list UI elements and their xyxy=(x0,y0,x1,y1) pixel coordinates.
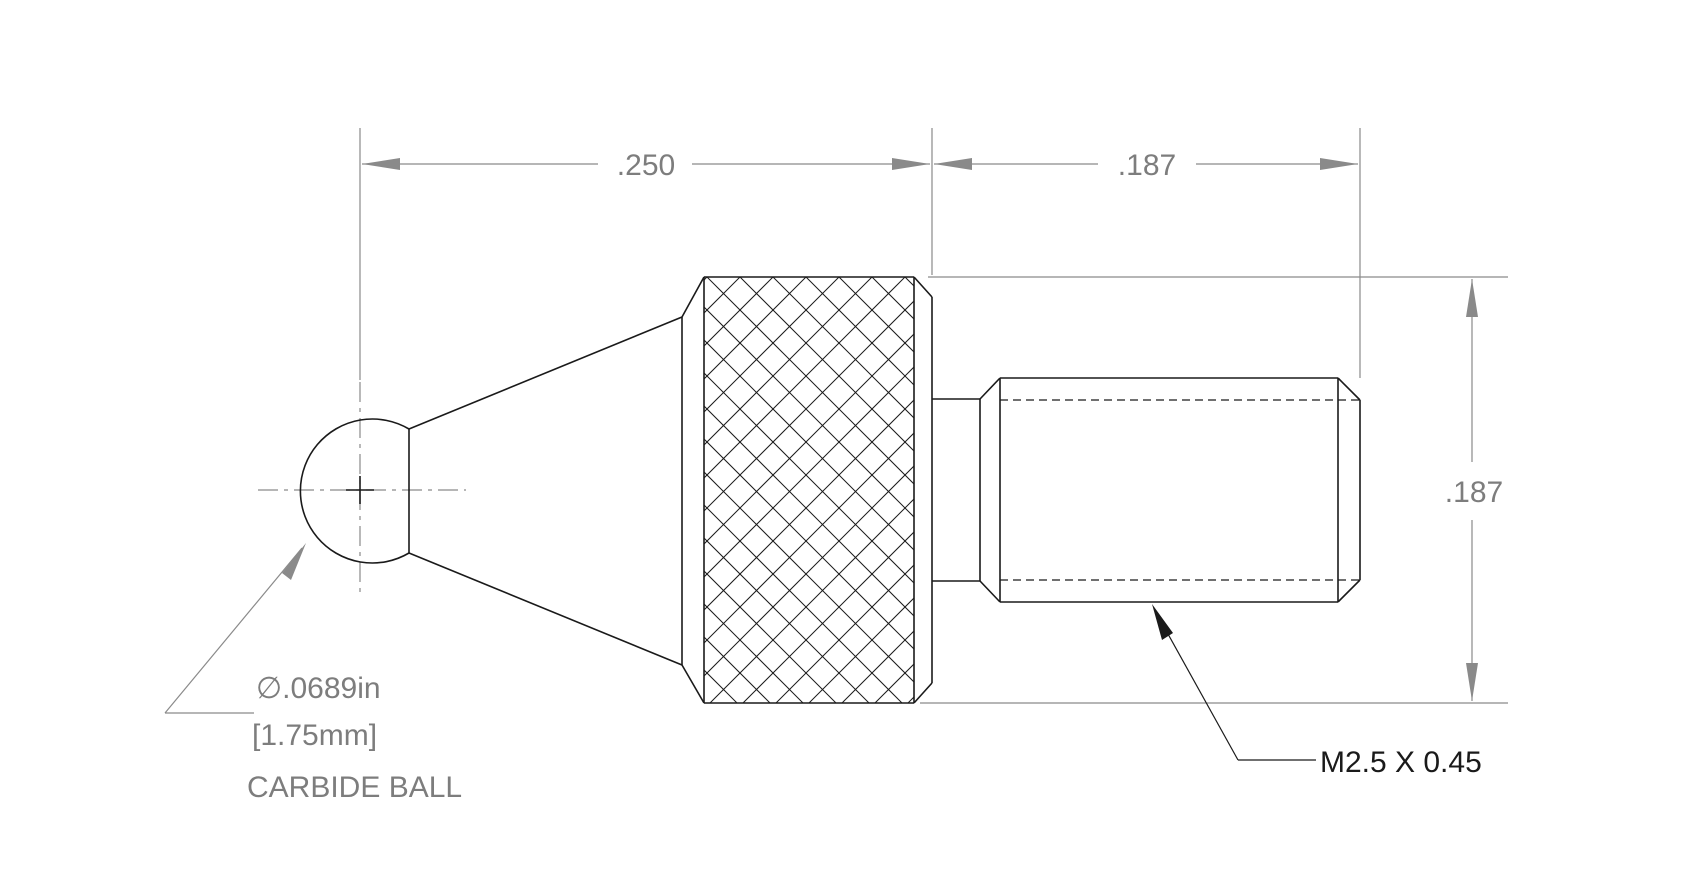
thread-callout: M2.5 X 0.45 xyxy=(1152,604,1482,779)
knurl-line xyxy=(704,300,914,512)
knurl-line xyxy=(904,277,914,287)
knurl-line xyxy=(704,277,840,413)
knurl-line xyxy=(704,438,914,650)
knurl-line xyxy=(704,277,807,380)
knurl-line xyxy=(841,630,914,703)
thread-spec-label: M2.5 X 0.45 xyxy=(1320,746,1482,779)
thread-chamfer-bottom-right xyxy=(1337,579,1361,603)
thread-chamfer-top-right xyxy=(1337,377,1361,401)
thread-leader-arrowhead xyxy=(1152,604,1173,640)
arrowhead-right xyxy=(892,158,930,170)
knurl-line xyxy=(871,277,914,320)
arrowhead-left xyxy=(362,158,400,170)
arrowhead-left xyxy=(934,158,972,170)
knurl-line xyxy=(704,504,903,703)
knurl-line xyxy=(1169,277,1595,703)
knurl-line xyxy=(704,333,914,545)
chamfer-bottom-right xyxy=(913,682,933,704)
dimension-187-right: .187 xyxy=(1445,279,1503,701)
thread-minor-diameter xyxy=(1000,399,1360,581)
ball-material-label: CARBIDE BALL xyxy=(247,771,462,804)
knurl-line xyxy=(704,537,870,703)
knurl-line xyxy=(704,465,914,677)
knurl-line xyxy=(0,277,344,703)
knurl-line xyxy=(805,277,914,386)
knurl-line xyxy=(775,564,914,703)
knurl-line xyxy=(706,277,914,485)
cone-top-edge xyxy=(408,316,683,430)
dimension-label-187-right: .187 xyxy=(1445,476,1503,509)
knurl-line xyxy=(1004,277,1430,703)
knurl-line xyxy=(739,277,914,452)
knurl-line xyxy=(704,432,914,644)
dimension-label-250: .250 xyxy=(617,149,675,182)
thread-chamfer-bottom-left xyxy=(979,580,1001,603)
knurl-line xyxy=(971,277,1397,703)
extension-lines xyxy=(359,128,1508,704)
diameter-symbol: ∅ xyxy=(256,672,282,705)
knurl-line xyxy=(116,277,542,703)
thread-leader-line xyxy=(1162,624,1239,761)
knurl-line xyxy=(1037,277,1463,703)
knurl-line xyxy=(704,306,914,518)
knurl-line xyxy=(709,498,914,703)
ball-diameter-mm: [1.75mm] xyxy=(252,719,377,752)
knurl-line xyxy=(704,405,914,617)
knurl-line xyxy=(772,277,914,419)
dimension-187-top: .187 xyxy=(934,149,1358,182)
ball-leader-arrowhead xyxy=(282,543,306,580)
knurl-line xyxy=(907,696,914,703)
arrowhead-bottom xyxy=(1466,663,1478,701)
knurl-line xyxy=(742,531,914,703)
ball-callout: ∅.0689in [1.75mm] CARBIDE BALL xyxy=(164,543,462,804)
knurl-line xyxy=(704,603,804,703)
knurl-line xyxy=(704,339,914,551)
dimension-250: .250 xyxy=(362,149,930,182)
knurl-line xyxy=(704,372,914,584)
arrowhead-top xyxy=(1466,279,1478,317)
knurl-line xyxy=(1202,277,1628,703)
knurl-line xyxy=(838,277,914,353)
ball-diameter-in: ∅.0689in xyxy=(256,672,381,705)
chamfer-bottom-left xyxy=(681,664,705,704)
cone-bottom-edge xyxy=(408,552,683,666)
knurl-line xyxy=(808,597,914,703)
knurl-line xyxy=(1070,277,1496,703)
part-outline xyxy=(299,276,1361,704)
chamfer-top-left xyxy=(681,276,705,318)
knurl-line xyxy=(704,570,837,703)
thread-chamfer-top-left xyxy=(979,377,1001,400)
dimension-label-187-top: .187 xyxy=(1118,149,1176,182)
knurl-line xyxy=(704,277,906,479)
carbide-ball xyxy=(299,418,410,564)
knurl-line xyxy=(1334,277,1693,703)
knurl-line xyxy=(704,366,914,578)
ball-leader-line xyxy=(164,547,303,714)
arrowhead-right xyxy=(1320,158,1358,170)
knurl-line xyxy=(704,277,873,446)
chamfer-top-right xyxy=(913,276,933,298)
knurl-line xyxy=(0,277,278,703)
knurl-line xyxy=(938,277,1364,703)
knurl-pattern xyxy=(0,277,1693,703)
knurl-line xyxy=(704,399,914,611)
knurl-line xyxy=(874,663,914,703)
knurl-line xyxy=(704,471,914,683)
diameter-value-in: .0689in xyxy=(282,672,380,705)
